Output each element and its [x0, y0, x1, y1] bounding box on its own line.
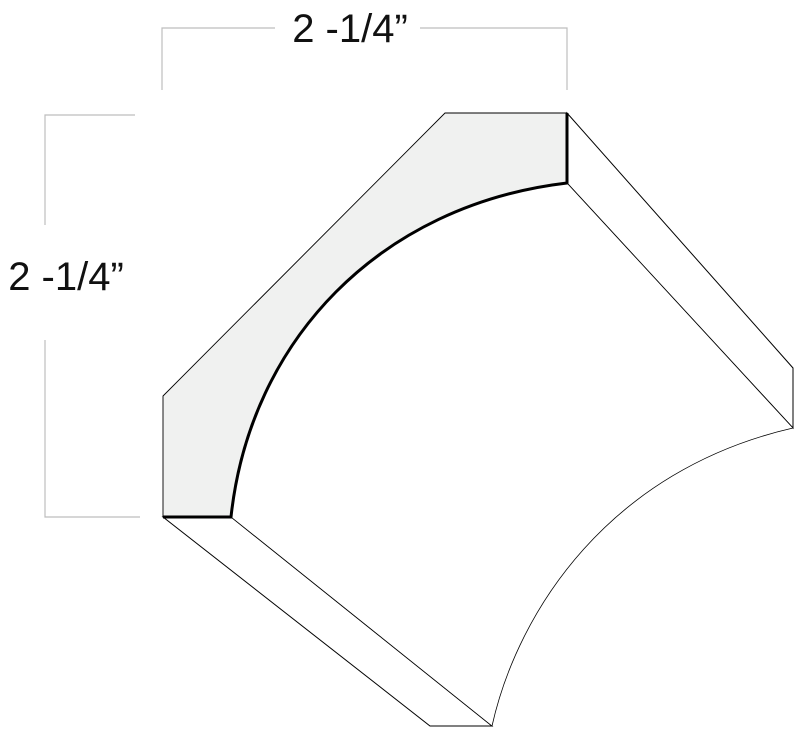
molding-extrusion: [161, 111, 794, 727]
height-dimension-label: 2 -1/4”: [8, 255, 124, 299]
width-dimension-bracket: [161, 27, 568, 90]
profile-cove-edge: [163, 113, 569, 519]
height-dimension-bracket: [44, 114, 140, 518]
width-dimension-label: 2 -1/4”: [292, 7, 408, 51]
